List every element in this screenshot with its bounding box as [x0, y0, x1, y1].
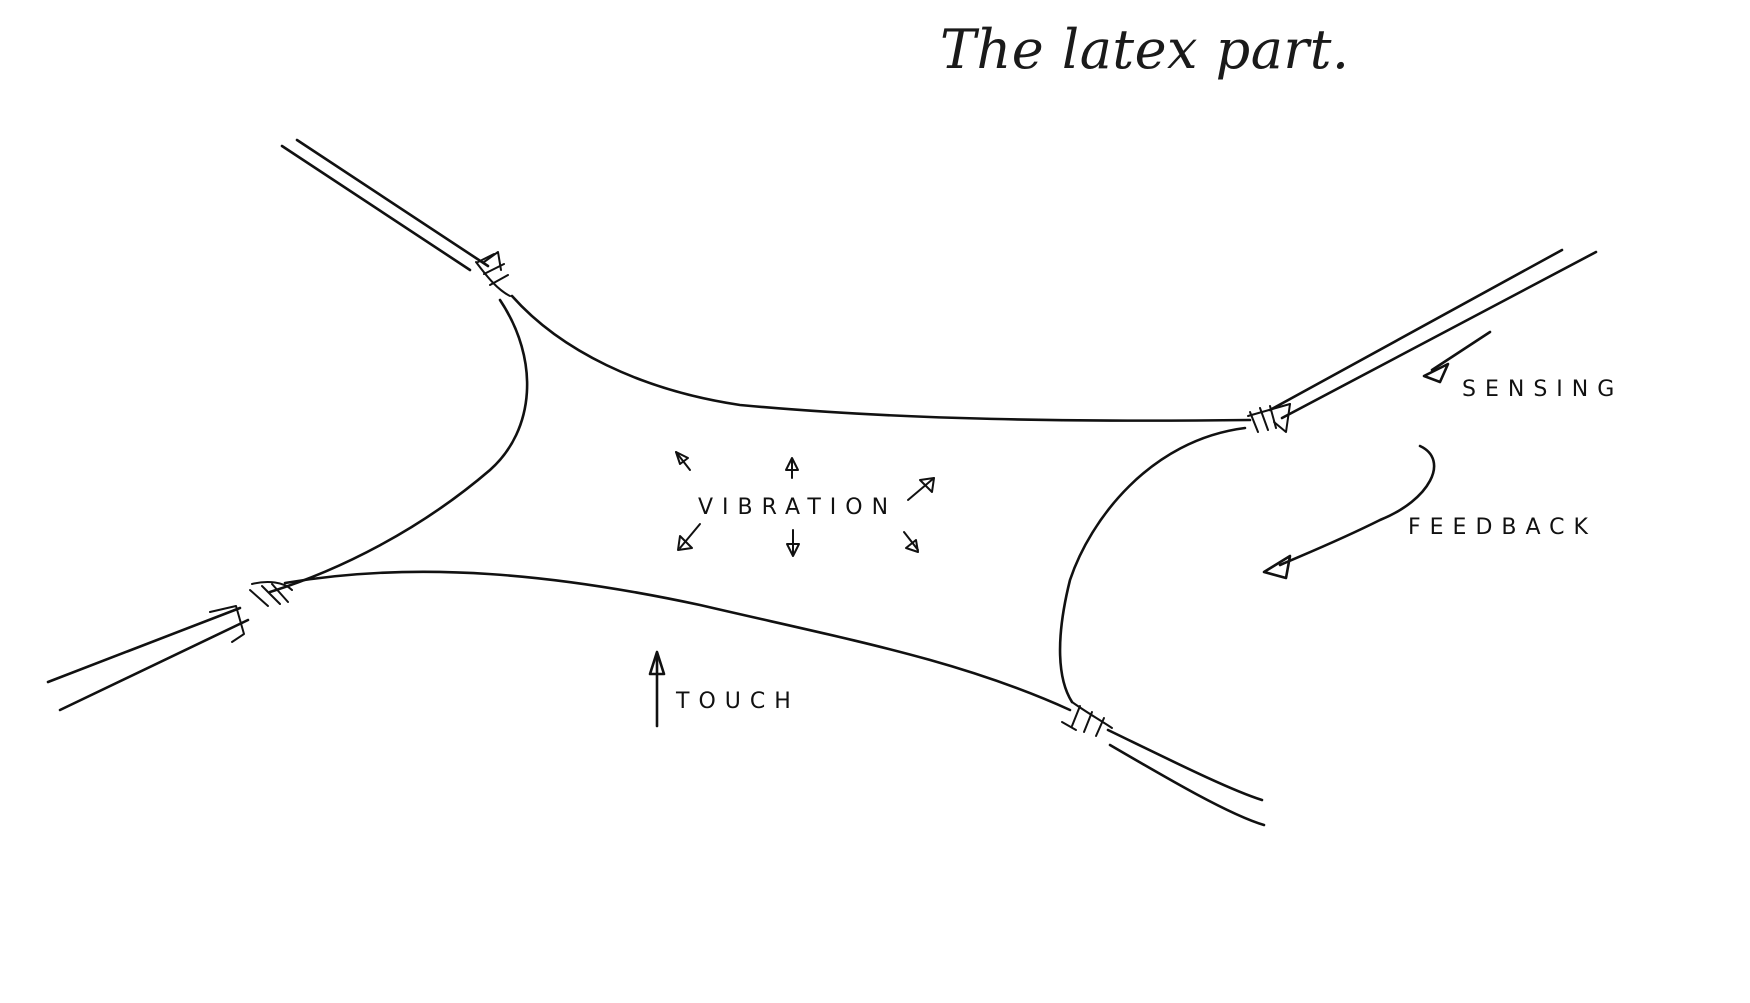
cord-right-b	[1280, 250, 1598, 420]
vibration-label: VIBRATION	[698, 495, 897, 520]
knot-bottom	[1061, 701, 1113, 737]
cord-top-left-a	[280, 144, 472, 272]
latex-membrane	[268, 294, 1252, 712]
knots	[209, 251, 1291, 737]
feedback-arrow-icon	[1262, 444, 1436, 580]
touch-arrow-icon	[648, 650, 666, 728]
cord-left-a	[46, 606, 242, 684]
cord-left-b	[58, 618, 250, 712]
arrow-down-left-icon	[677, 523, 701, 551]
arrow-down-icon	[786, 529, 800, 557]
cord-bottom-a	[1106, 728, 1264, 802]
membrane-left-edge	[268, 298, 529, 594]
vibration-arrows	[675, 451, 935, 557]
cords	[46, 138, 1598, 827]
arrow-up-left-icon	[675, 451, 691, 471]
cord-right-a	[1268, 248, 1564, 412]
arrow-up-right-icon	[907, 477, 935, 501]
membrane-bottom-edge	[283, 570, 1072, 712]
knot-top-left	[475, 251, 511, 297]
feedback-label: FEEDBACK	[1408, 515, 1597, 540]
arrow-down-right-icon	[903, 531, 919, 553]
cord-top-left-b	[295, 138, 490, 268]
knot-right	[1247, 403, 1291, 433]
touch-label: TOUCH	[675, 689, 800, 714]
sensing-label: SENSING	[1462, 377, 1623, 402]
knot-left	[209, 581, 293, 643]
membrane-top-edge	[510, 294, 1252, 422]
membrane-right-edge	[1058, 426, 1247, 704]
cord-bottom-b	[1108, 743, 1266, 827]
sensing-arrow-icon	[1422, 330, 1492, 384]
arrow-up-icon	[785, 457, 799, 479]
diagram-title: The latex part.	[940, 18, 1350, 81]
